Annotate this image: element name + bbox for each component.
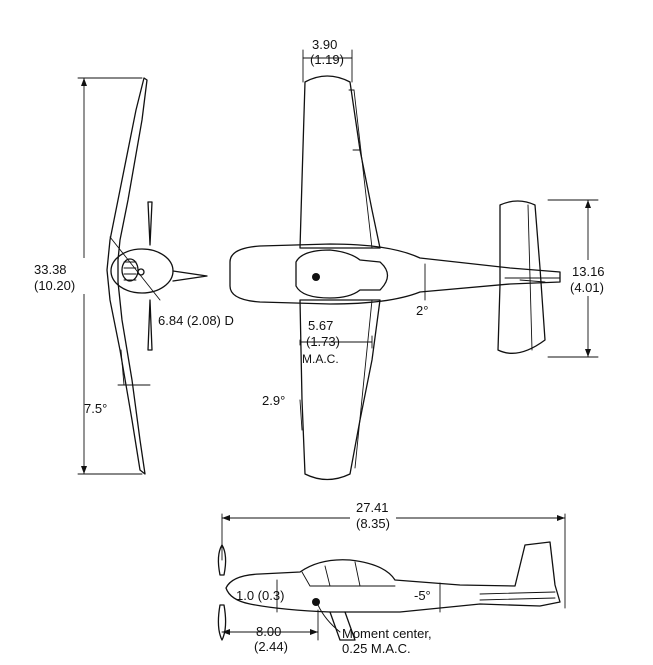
tail-span-metric-label: (4.01) xyxy=(570,280,604,295)
mac-label: 5.67 xyxy=(308,318,333,333)
top-fuselage xyxy=(229,243,561,305)
top-horizontal-tail xyxy=(497,200,546,354)
mac-metric-label: (1.73) xyxy=(306,334,340,349)
side-view: 27.41 (8.35) 1.0 (0.3) -5° 8.00 (2.44) M… xyxy=(217,497,566,656)
front-span-metric-label: (10.20) xyxy=(34,278,75,293)
top-view: 3.90 (1.19) 13.16 (4.01) 2° 5.67 (1.73) … xyxy=(229,37,622,481)
moment-center-label-1: Moment center, xyxy=(342,626,432,641)
moment-center-label-2: 0.25 M.A.C. xyxy=(342,641,411,656)
tip-chord-metric-label: (1.19) xyxy=(310,52,344,67)
front-cowl-grille xyxy=(123,261,137,281)
side-moment-center xyxy=(312,598,320,606)
front-view: 33.38 (10.20) 6.84 (2.08) D 7.5° xyxy=(30,77,234,475)
mac-abbrev-label: M.A.C. xyxy=(302,352,339,366)
front-wing-upper xyxy=(106,77,148,475)
side-prop-blade-bottom xyxy=(217,604,227,641)
side-fuselage xyxy=(225,541,561,613)
length-label: 27.41 xyxy=(356,500,389,515)
tail-span-label: 13.16 xyxy=(572,264,605,279)
side-horizontal-tail xyxy=(479,591,556,601)
front-tail xyxy=(172,270,208,282)
front-span-label: 33.38 xyxy=(34,262,67,277)
moment-center-leader xyxy=(317,604,341,633)
side-prop-blade-top xyxy=(217,544,227,576)
incidence-label: 2° xyxy=(416,303,428,318)
tail-cone-lines xyxy=(504,277,561,283)
tail-angle-label: -5° xyxy=(414,588,431,603)
front-prop-blade-bottom xyxy=(147,299,153,351)
front-prop-blade-top xyxy=(147,201,153,246)
dihedral-label: 7.5° xyxy=(84,401,107,416)
vertical-offset-label: 1.0 (0.3) xyxy=(236,588,284,603)
moment-distance-label: 8.00 xyxy=(256,624,281,639)
moment-distance-metric-label: (2.44) xyxy=(254,639,288,654)
top-wing-upper xyxy=(299,75,381,249)
side-canopy-lines xyxy=(301,561,396,587)
elevator-line xyxy=(527,204,533,351)
top-wing-lower xyxy=(299,299,381,481)
prop-diameter-label: 6.84 (2.08) D xyxy=(158,313,234,328)
lower-aileron xyxy=(354,299,373,469)
sweep-label: 2.9° xyxy=(262,393,285,408)
top-moment-center xyxy=(312,273,320,281)
prop-diameter-leader xyxy=(109,236,161,301)
tip-chord-label: 3.90 xyxy=(312,37,337,52)
length-metric-label: (8.35) xyxy=(356,516,390,531)
upper-aileron xyxy=(348,89,373,249)
top-canopy xyxy=(295,249,389,299)
front-fuselage xyxy=(110,248,174,294)
side-landing-gear xyxy=(329,611,356,641)
